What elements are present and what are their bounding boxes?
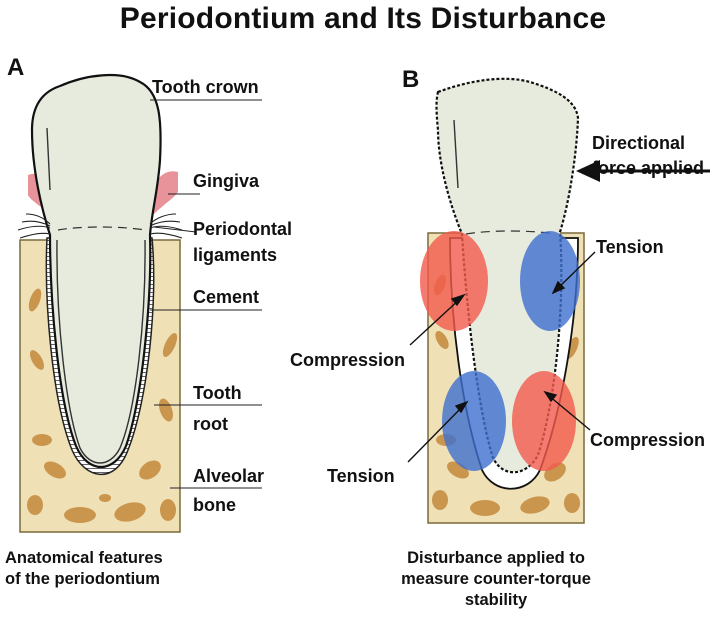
label-tooth-root-2: root	[193, 414, 228, 434]
crown-inner-line	[46, 127, 51, 191]
cej-line	[57, 226, 146, 231]
caption-a-line1: Anatomical features	[5, 549, 163, 567]
label-force-1: Directional	[592, 133, 686, 153]
caption-b-line2: measure counter-torque	[401, 570, 591, 588]
annotation-arrows-b	[407, 251, 596, 463]
label-tension-bottom: Tension	[327, 466, 395, 486]
panel-b-letter: B	[402, 66, 420, 93]
panel-a-letter: A	[7, 54, 25, 81]
label-periodontal-1: Periodontal	[193, 219, 293, 239]
crown-inner-line-b	[453, 119, 459, 189]
label-compression-left: Compression	[290, 350, 406, 370]
tension-region-bottom-left	[442, 371, 506, 471]
caption-a: Anatomical features of the periodontium	[5, 548, 195, 590]
caption-b: Disturbance applied to measure counter-t…	[366, 548, 626, 611]
compression-region-top-left	[420, 231, 488, 331]
tension-region-top-right	[520, 231, 580, 331]
cement-line	[56, 239, 146, 464]
caption-a-line2: of the periodontium	[5, 570, 160, 588]
label-alveolar-2: bone	[193, 495, 236, 515]
ligament-fibers	[17, 213, 183, 239]
panel-a-illustration	[17, 73, 262, 533]
label-compression-right: Compression	[590, 430, 706, 450]
label-alveolar-1: Alveolar	[193, 466, 265, 486]
compression-region-bottom-right	[512, 371, 576, 471]
label-force-2: force applied	[592, 158, 705, 178]
figure-title: Periodontium and Its Disturbance	[119, 2, 607, 35]
label-tension-top: Tension	[596, 237, 664, 257]
force-arrowhead	[576, 160, 600, 182]
panel-b-illustration	[407, 77, 710, 524]
label-periodontal-2: ligaments	[193, 245, 278, 265]
label-tooth-root-1: Tooth	[193, 383, 242, 403]
caption-b-line3: stability	[464, 591, 528, 609]
caption-b-line1: Disturbance applied to	[407, 549, 585, 567]
leader-lines-a	[150, 99, 262, 489]
bone-spots-a	[27, 288, 178, 523]
label-gingiva: Gingiva	[193, 171, 260, 191]
label-cement: Cement	[193, 287, 260, 307]
label-tooth-crown: Tooth crown	[152, 77, 259, 97]
